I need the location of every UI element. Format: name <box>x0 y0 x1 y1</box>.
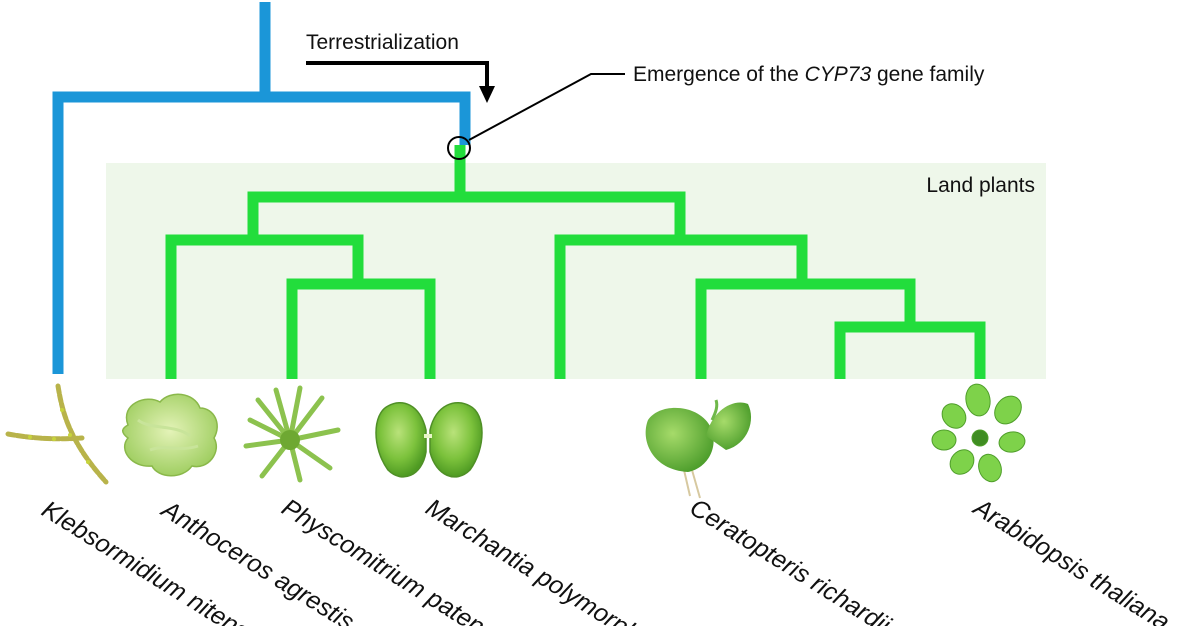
tracheophyte-split <box>554 234 808 379</box>
terrestrialization-label: Terrestrialization <box>306 31 459 54</box>
moss-gametophore-icon <box>243 385 341 483</box>
land-plant-branches <box>165 145 986 379</box>
liverwort-gemmaling-icon <box>375 401 483 478</box>
fern-sporophyte-icon <box>645 399 752 499</box>
species-label-klebsormidium: Klebsormidium nitens <box>37 495 255 626</box>
moss-liverwort-split <box>286 278 436 379</box>
fern-seedplant-split <box>695 278 916 379</box>
emergence-label: Emergence of the CYP73 gene family <box>633 63 985 86</box>
angiosperm-split <box>834 321 986 379</box>
land-plants-label: Land plants <box>926 174 1035 197</box>
emergence-node-circle <box>447 136 471 160</box>
klebsormidium-branch <box>52 91 471 374</box>
species-label-arabidopsis: Arabidopsis thaliana <box>967 492 1175 626</box>
species-labels: Klebsormidium nitens Anthoceros agrestis… <box>37 492 1175 626</box>
rosette-plant-icon <box>931 383 1026 483</box>
streptophyte-branches <box>52 2 471 374</box>
filamentous-alga-icon <box>5 383 109 485</box>
emergence-leader-line <box>468 73 625 141</box>
bryophyte-tracheophyte-split <box>247 191 686 240</box>
bryophyte-split <box>165 234 364 379</box>
species-label-ceratopteris: Ceratopteris richardii <box>685 493 897 626</box>
hornwort-thallus-icon <box>122 393 218 477</box>
terrestrialization-arrow-icon <box>306 61 495 103</box>
